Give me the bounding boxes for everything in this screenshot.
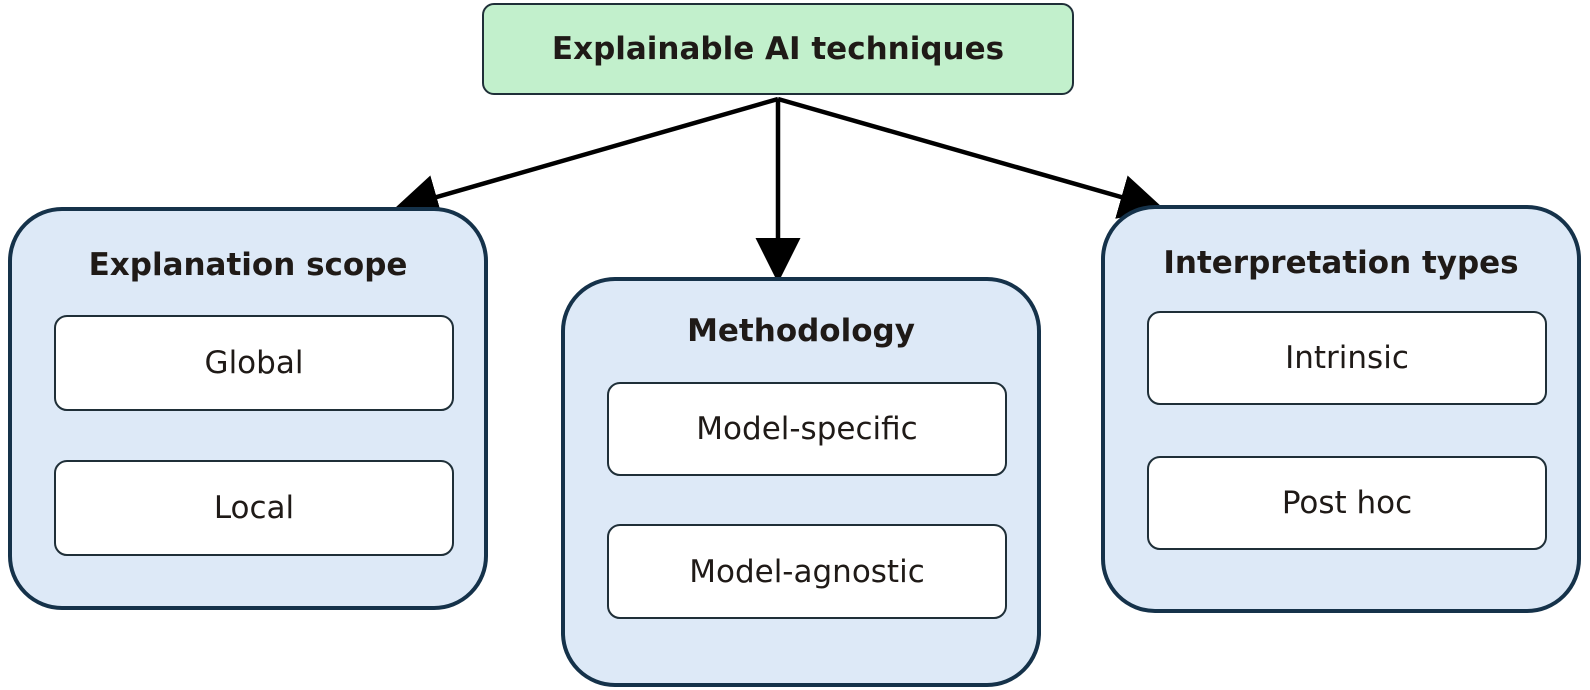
node-label: Model-specific bbox=[696, 411, 918, 447]
group-methodology: Methodology Model-specific Model-agnosti… bbox=[561, 277, 1041, 687]
group-explanation-scope: Explanation scope Global Local bbox=[8, 207, 488, 610]
root-node-label: Explainable AI techniques bbox=[551, 31, 1005, 67]
node-model-agnostic: Model-agnostic bbox=[607, 524, 1007, 619]
node-local: Local bbox=[54, 460, 454, 556]
node-label: Post hoc bbox=[1281, 485, 1413, 521]
node-post-hoc: Post hoc bbox=[1147, 456, 1547, 550]
group-title: Interpretation types bbox=[1163, 245, 1519, 281]
arrow-to-explanation-scope bbox=[393, 96, 779, 219]
node-global: Global bbox=[54, 315, 454, 411]
node-model-specific: Model-specific bbox=[607, 382, 1007, 476]
node-label: Intrinsic bbox=[1285, 340, 1409, 376]
group-title: Methodology bbox=[687, 313, 915, 349]
group-title: Explanation scope bbox=[88, 247, 408, 283]
arrow-to-interpretation-types bbox=[777, 96, 1165, 219]
root-node: Explainable AI techniques bbox=[482, 3, 1074, 95]
node-label: Model-agnostic bbox=[689, 553, 925, 590]
group-interpretation-types: Interpretation types Intrinsic Post hoc bbox=[1101, 205, 1581, 613]
node-intrinsic: Intrinsic bbox=[1147, 311, 1547, 405]
node-label: Global bbox=[204, 345, 304, 381]
node-label: Local bbox=[213, 490, 295, 526]
